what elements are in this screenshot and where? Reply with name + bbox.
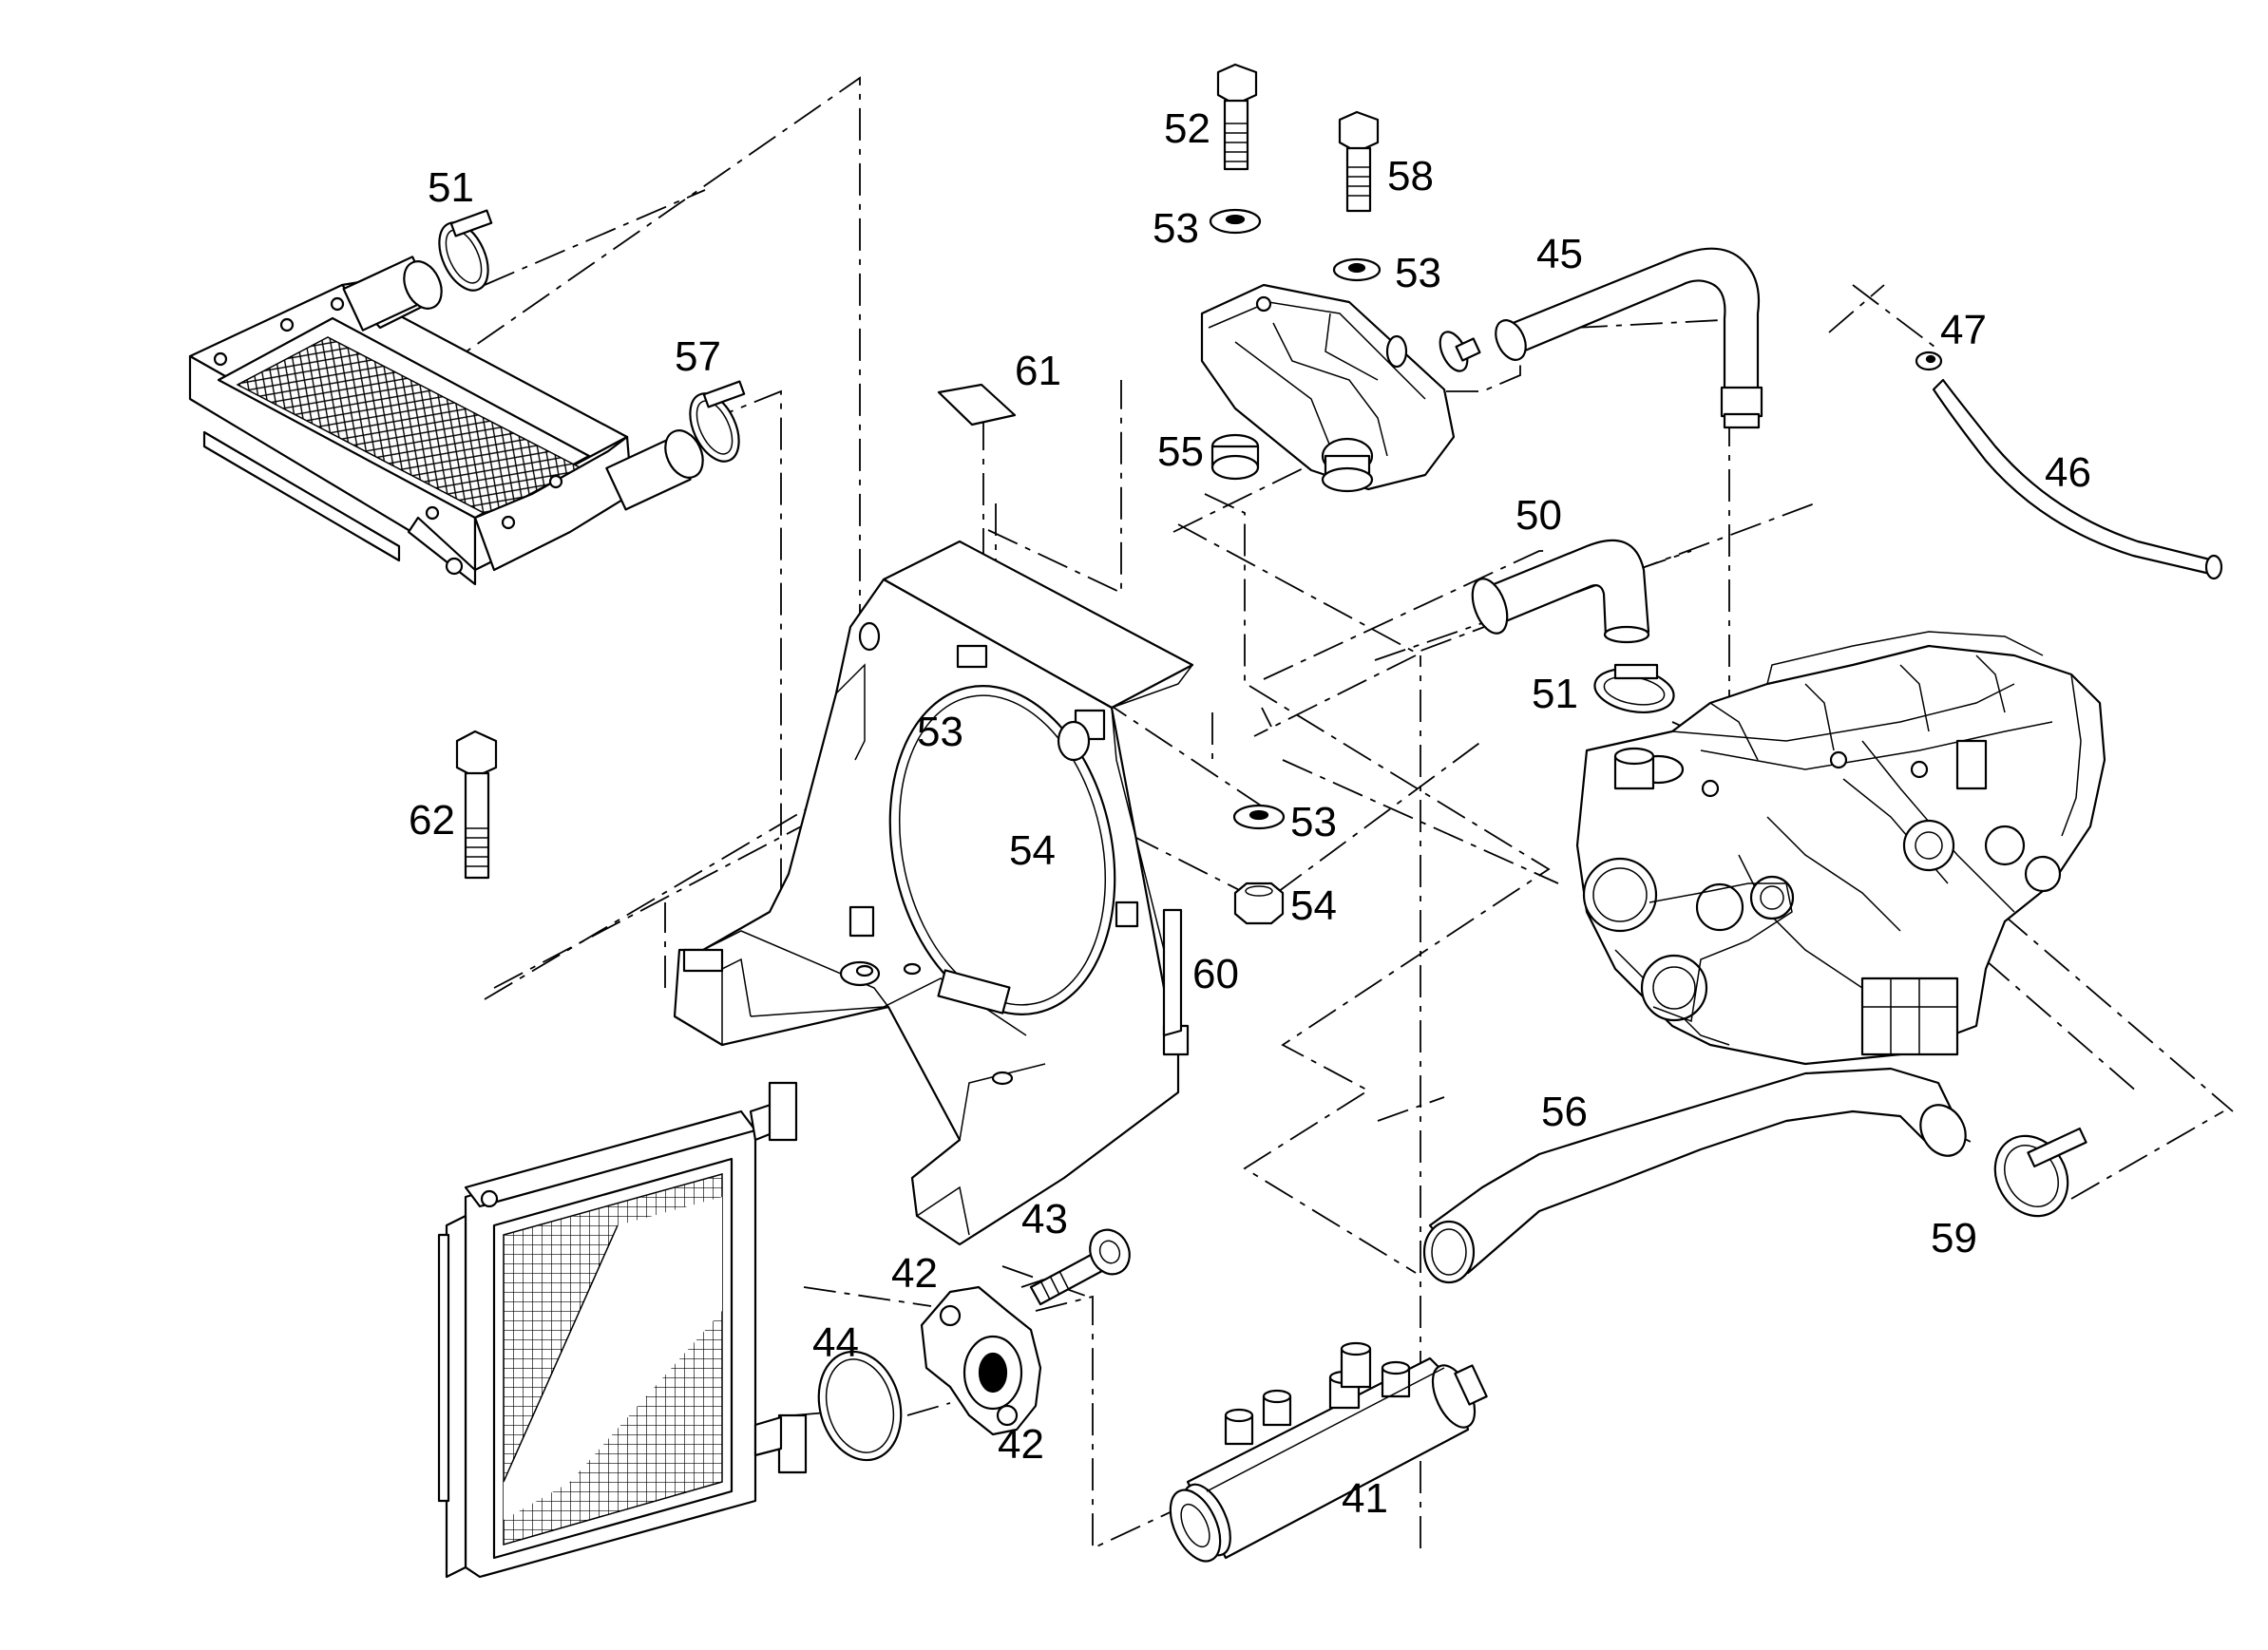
hose-46 (1932, 378, 2223, 580)
callout-42-top: 42 (891, 1250, 938, 1297)
bolt-62 (455, 730, 498, 880)
callout-42-bottom: 42 (998, 1421, 1044, 1468)
radiator (437, 1081, 808, 1579)
washer-53-top (1209, 208, 1262, 235)
hose-50 (1471, 539, 1650, 644)
hose-56 (1422, 1067, 1967, 1284)
callout-44: 44 (812, 1319, 859, 1366)
hose-clamp-59 (1993, 1127, 2087, 1218)
callout-52: 52 (1164, 105, 1210, 152)
expansion-tank (1200, 283, 1456, 493)
callout-62: 62 (409, 797, 455, 844)
callout-46: 46 (2045, 449, 2091, 496)
bolt-52 (1216, 63, 1258, 171)
bracket-60 (1162, 908, 1183, 1037)
plate-61 (937, 383, 1017, 427)
clamp-47 (1915, 351, 1943, 371)
hose-45 (1495, 247, 1763, 429)
callout-43: 43 (1021, 1196, 1068, 1242)
small-fitting (1439, 331, 1481, 372)
callout-53-center: 53 (917, 709, 963, 755)
manifold-41 (1169, 1341, 1488, 1563)
washer-55 (1210, 433, 1260, 481)
fan-shroud (673, 540, 1194, 1246)
callout-51-top: 51 (428, 164, 474, 211)
callout-54-center: 54 (1009, 827, 1056, 874)
callout-53-right: 53 (1290, 799, 1337, 845)
callout-47: 47 (1940, 307, 1987, 353)
callout-61: 61 (1015, 348, 1061, 394)
callout-53-top-right: 53 (1395, 250, 1441, 296)
callout-51-bottom: 51 (1532, 671, 1578, 717)
callout-labels: 41 42 42 43 44 45 46 47 50 51 51 52 53 5… (409, 105, 2091, 1522)
hose-clamp-57 (689, 380, 746, 463)
washer-53-right (1232, 804, 1286, 830)
engine (1575, 631, 2106, 1066)
callout-50: 50 (1515, 492, 1562, 539)
callout-58: 58 (1387, 153, 1434, 199)
callout-53-top: 53 (1153, 205, 1199, 252)
bolt-43 (1029, 1228, 1131, 1306)
callout-41: 41 (1342, 1475, 1388, 1522)
callout-45: 45 (1536, 231, 1583, 277)
callout-55: 55 (1157, 428, 1204, 475)
callout-57: 57 (675, 333, 721, 380)
hose-clamp-51-top (438, 209, 493, 292)
o-ring-44 (817, 1350, 903, 1462)
intercooler (188, 256, 704, 586)
callout-56: 56 (1541, 1089, 1588, 1135)
hose-clamp-51-bottom (1593, 663, 1675, 713)
flange-42 (920, 1285, 1042, 1436)
nut-54-right (1233, 882, 1285, 925)
washer-53-right-top (1332, 257, 1382, 282)
callout-54-right: 54 (1290, 882, 1337, 929)
callout-59: 59 (1931, 1215, 1977, 1261)
callout-60: 60 (1192, 951, 1239, 997)
bolt-58 (1338, 110, 1380, 213)
